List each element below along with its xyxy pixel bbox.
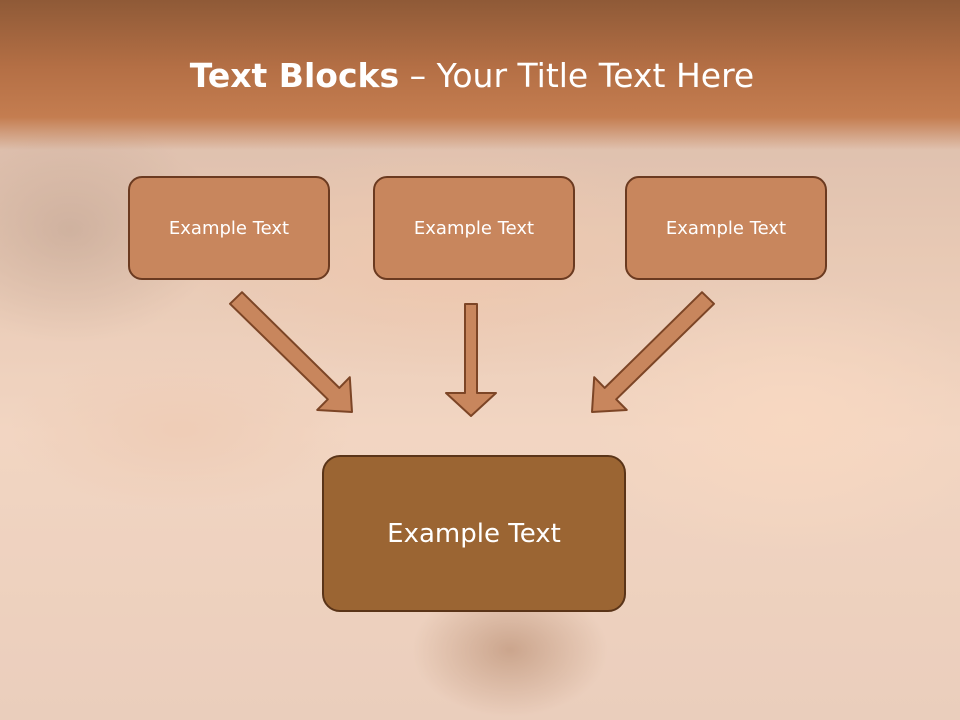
main-text-block-label: Example Text xyxy=(387,518,561,549)
header-band xyxy=(0,0,960,150)
text-block-right: Example Text xyxy=(625,176,827,280)
text-block-left-label: Example Text xyxy=(168,217,290,239)
arrow-left xyxy=(229,291,353,413)
main-text-block: Example Text xyxy=(322,455,626,612)
arrow-right xyxy=(591,291,715,413)
title-rest: Your Title Text Here xyxy=(436,56,755,95)
text-block-left: Example Text xyxy=(128,176,330,280)
text-block-center-label: Example Text xyxy=(413,217,535,239)
slide-title: Text Blocks – Your Title Text Here xyxy=(0,56,944,96)
text-block-right-label: Example Text xyxy=(665,217,787,239)
title-dash: – xyxy=(399,56,437,95)
text-block-center: Example Text xyxy=(373,176,575,280)
arrow-center xyxy=(445,303,497,417)
title-bold: Text Blocks xyxy=(189,56,400,95)
